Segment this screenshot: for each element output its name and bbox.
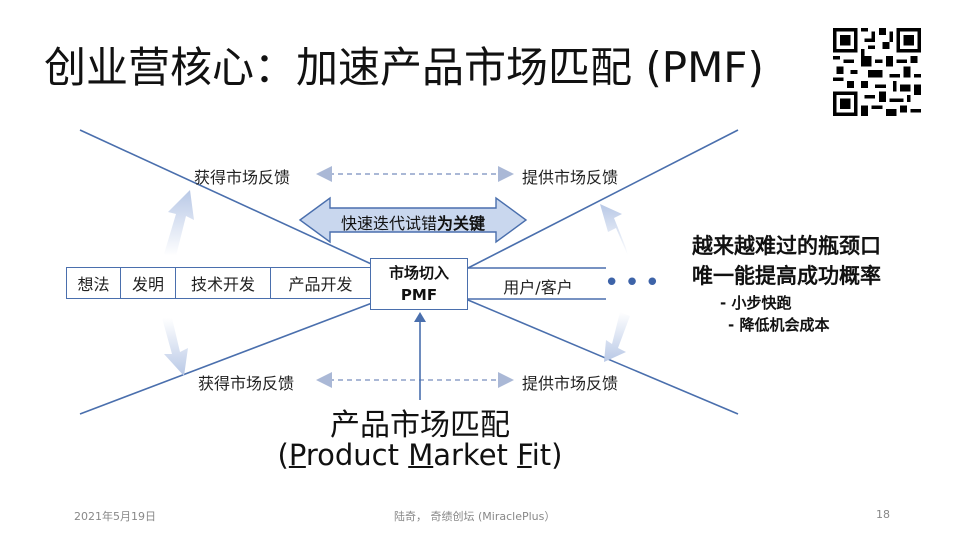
curved-arrow-bottom-left [162,318,188,376]
pmf-box-line1: 市场切入 [388,264,449,282]
pmf-en-open: ( [277,438,289,472]
x-line-bottom-left [79,299,381,415]
slide-title: 创业营核心：加速产品市场匹配 (PMF) [44,43,764,92]
x-line-bottom-right [467,299,739,415]
x-line-top-left [79,129,381,269]
feedback-top-right: 提供市场反馈 [522,168,619,187]
iteration-text-normal: 快速迭代试错 [340,214,437,233]
note-bullet1: - 小步快跑 [720,294,792,312]
pmf-label-en: (Product Market Fit) [250,438,590,472]
iteration-text: 快速迭代试错为关键 [318,210,508,234]
pmf-en-m-rest: arket [433,438,518,472]
stage-product-dev: 产品开发 [270,267,371,299]
curved-arrow-bottom-right [604,312,630,362]
stage-invention: 发明 [120,267,176,299]
note-bullet2: - 降低机会成本 [728,316,830,334]
feedback-top-left: 获得市场反馈 [194,168,291,187]
qr-code-icon [833,28,921,116]
footer-date: 2021年5月19日 [74,510,156,523]
x-line-top-right [467,129,739,269]
pmf-en-f-rest: it) [531,438,563,472]
pmf-box: 市场切入 PMF [370,258,468,310]
pmf-label-cn: 产品市场匹配 [330,408,510,443]
stage-tech-dev: 技术开发 [175,267,271,299]
feedback-bottom-left: 获得市场反馈 [198,374,295,393]
note-line1: 越来越难过的瓶颈口 [692,234,881,258]
pmf-en-f: F [517,438,532,472]
pmf-en-p: P [288,438,306,472]
curved-arrow-top-left [164,190,194,256]
pmf-arrowhead [414,312,426,322]
iteration-double-arrow [298,196,528,244]
iteration-text-bold: 为关键 [437,214,486,233]
footer-author: 陆奇， 奇绩创坛 (MiraclePlus） [394,510,556,523]
ellipsis-dots: ••• [604,268,666,298]
footer-page: 18 [876,508,890,521]
feedback-bottom-right: 提供市场反馈 [522,374,619,393]
note-line2: 唯一能提高成功概率 [692,264,881,288]
pmf-en-p-rest: roduct [305,438,409,472]
stage-idea: 想法 [66,267,121,299]
pmf-box-line2: PMF [400,286,438,304]
curved-arrow-top-right [600,204,628,256]
pmf-en-m: M [408,438,434,472]
users-label: 用户/客户 [503,278,573,297]
